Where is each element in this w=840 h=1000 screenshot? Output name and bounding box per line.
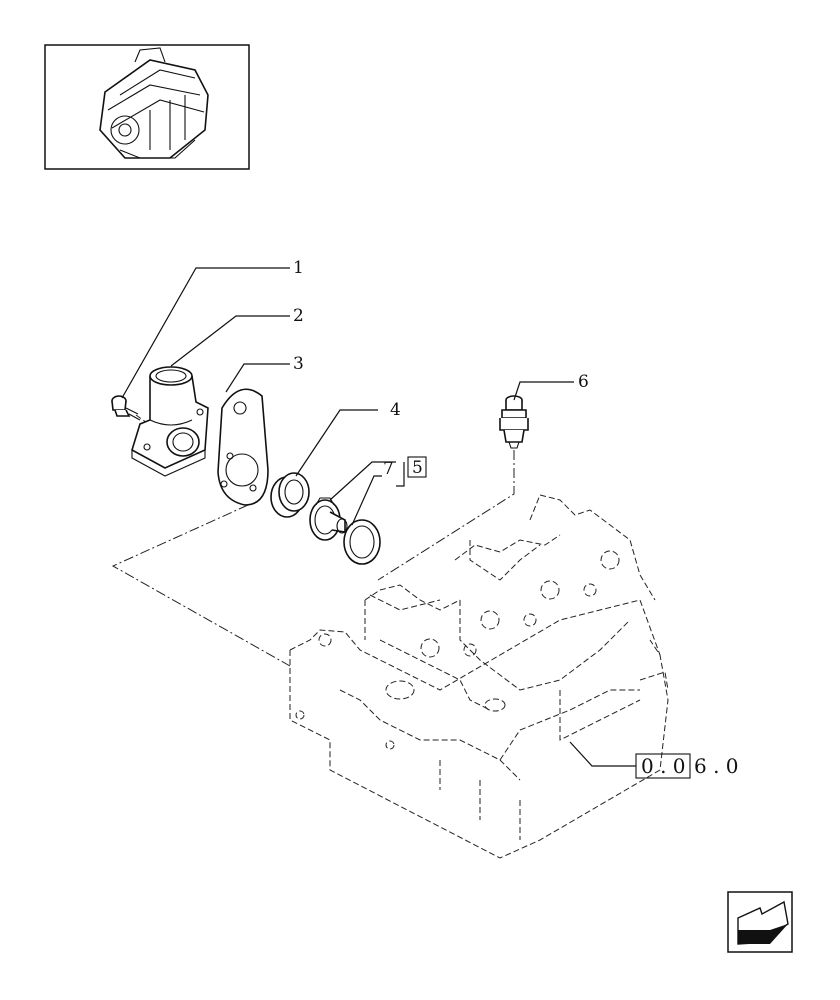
cylinder-head-phantom: [289, 494, 669, 859]
callout-4: 4: [390, 400, 401, 420]
engine-thumbnail-icon[interactable]: [44, 44, 250, 170]
callout-6: 6: [578, 372, 589, 392]
thermostat-housing-part: [131, 366, 209, 477]
temperature-sender-part: [499, 395, 529, 449]
leader-lines: [121, 267, 636, 767]
callout-5: 5: [412, 458, 423, 478]
callout-7: 7: [383, 459, 394, 479]
thermostat-part: [309, 497, 348, 541]
reference-box: [635, 753, 691, 779]
callout-3: 3: [293, 354, 304, 374]
o-ring-part: [343, 519, 381, 565]
next-page-arrow-icon[interactable]: [727, 891, 793, 953]
assembly-lines: [111, 450, 515, 667]
reference-rest-text: 6 . 0: [694, 754, 739, 778]
callout-5-box: [407, 456, 427, 478]
callout-2: 2: [293, 306, 304, 326]
reference-boxed-text: 0 . 0: [641, 754, 686, 778]
section-reference[interactable]: 0 . 0 6 . 0: [635, 753, 739, 779]
callout-1: 1: [293, 258, 304, 278]
gasket-part: [217, 388, 269, 506]
bolt-part: [111, 395, 151, 426]
seal-ring-part: [270, 472, 310, 518]
callout-numbers: 1 2 3 4 7 5 6: [293, 258, 589, 479]
